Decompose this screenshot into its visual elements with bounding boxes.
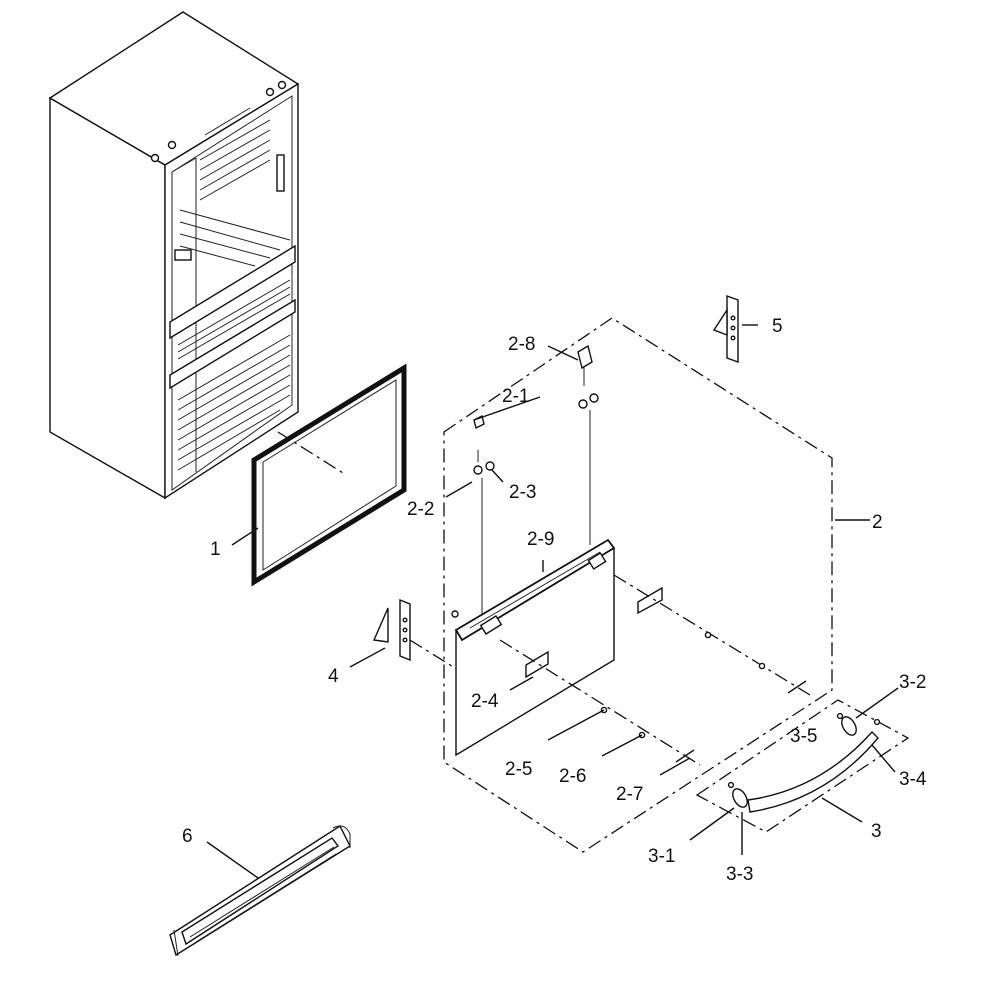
freezer-door-panel (454, 538, 663, 757)
callout-3-1: 3-1 (648, 846, 675, 867)
callout-2-5: 2-5 (505, 759, 532, 780)
callout-5: 5 (772, 316, 783, 337)
door-handle (695, 699, 910, 833)
callout-3: 3 (871, 821, 882, 842)
callout-3-4: 3-4 (899, 769, 927, 790)
callout-2-7: 2-7 (616, 784, 643, 805)
hinge-right (712, 295, 739, 363)
door-hardware (451, 344, 811, 766)
refrigerator-cabinet (48, 11, 300, 500)
leader-lines (206, 324, 899, 879)
callout-2: 2 (872, 512, 883, 533)
callout-2-8: 2-8 (508, 334, 535, 355)
callout-2-6: 2-6 (559, 766, 586, 787)
door-gasket (251, 363, 407, 587)
callout-4: 4 (328, 666, 339, 687)
callout-2-1: 2-1 (502, 386, 529, 407)
callout-2-9: 2-9 (527, 529, 554, 550)
callout-2-3: 2-3 (509, 482, 536, 503)
callout-2-4: 2-4 (471, 691, 499, 712)
callout-3-2: 3-2 (899, 672, 926, 693)
hinge-left (372, 598, 456, 669)
callout-1: 1 (210, 539, 221, 560)
callout-2-2: 2-2 (407, 499, 434, 520)
callout-3-5: 3-5 (790, 726, 817, 747)
door-assembly-boundary (443, 317, 833, 853)
callout-labels: 1 2 2-1 2-2 2-3 2-4 2-5 2-6 2-7 2-8 2-9 … (182, 316, 927, 885)
callout-6: 6 (182, 826, 193, 847)
callout-3-3: 3-3 (726, 864, 753, 885)
drawer-handle-bin (169, 824, 351, 957)
